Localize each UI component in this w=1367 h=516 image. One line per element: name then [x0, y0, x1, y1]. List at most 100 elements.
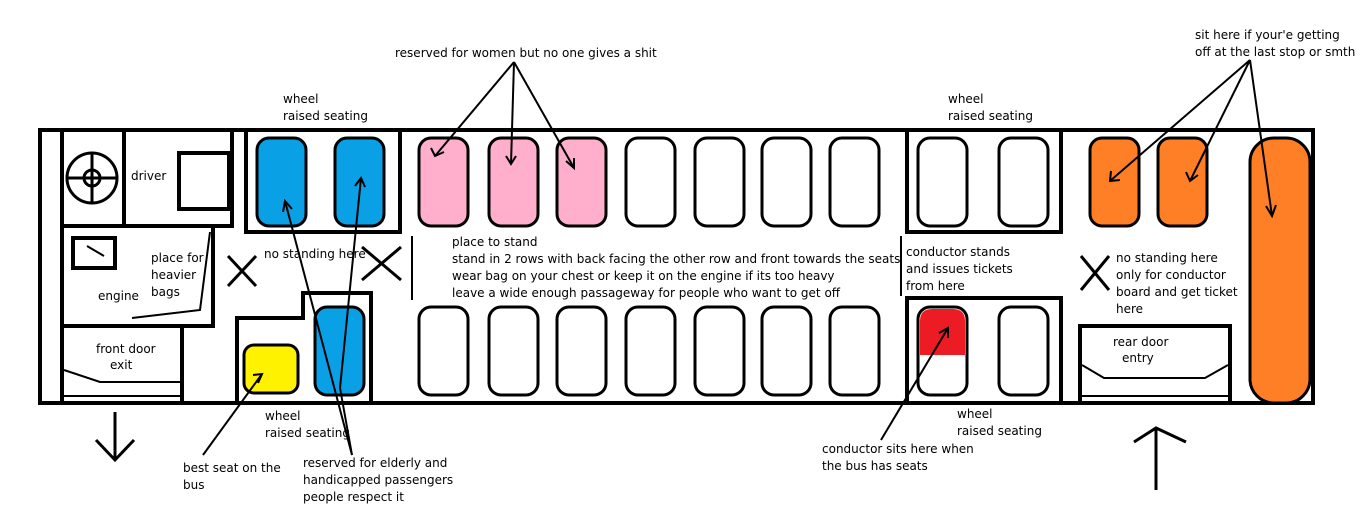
- label-stand-1: place to stand: [452, 235, 538, 249]
- seat-bottom-9: [997, 305, 1050, 397]
- label-stand-4: leave a wide enough passageway for peopl…: [452, 286, 841, 300]
- driver-console: [177, 151, 231, 211]
- front-door-step: [63, 369, 180, 383]
- entry-arrow-icon: [1133, 426, 1187, 490]
- label-no-standing-front: no standing here: [264, 247, 366, 261]
- driver-cabin: [60, 128, 234, 228]
- seat-bottom-1: [417, 305, 470, 397]
- seat-women-1: [417, 136, 470, 228]
- seat-bottom-4: [624, 305, 677, 397]
- seat-bottom-7: [828, 305, 881, 397]
- seat-top-11: [997, 136, 1050, 228]
- label-front-door-2: exit: [110, 358, 133, 372]
- label-conductor-sits-1: conductor sits here when: [822, 442, 974, 456]
- engine-square: [71, 236, 117, 270]
- label-wheel-front-top-2: raised seating: [283, 109, 368, 123]
- label-no-standing-rear-1: no standing here: [1116, 251, 1218, 265]
- arrowhead-women-1: [430, 147, 445, 158]
- rear-door-step: [1081, 364, 1229, 379]
- pointer-women-3: [513, 61, 575, 169]
- label-wheel-front-bottom-2: raised seating: [265, 426, 350, 440]
- label-best-seat-2: bus: [183, 478, 204, 492]
- wheel-box-rear-top: [905, 128, 1063, 234]
- label-rear-door-1: rear door: [1113, 335, 1168, 349]
- seat-women-2: [487, 136, 540, 228]
- label-elderly-2: handicapped passengers: [303, 473, 453, 487]
- wheel-box-front-bottom: [235, 291, 373, 403]
- label-wheel-front-top-1: wheel: [283, 92, 319, 106]
- seat-last-stop-2: [1156, 136, 1209, 228]
- label-last-stop-line2: off at the last stop or smth: [1195, 45, 1355, 59]
- label-conductor-stands-2: and issues tickets: [906, 262, 1013, 276]
- exit-arrow-icon: [94, 412, 136, 463]
- seat-back-bench: [1248, 136, 1312, 405]
- label-rear-door-2: entry: [1122, 351, 1154, 365]
- label-front-door-1: front door: [96, 342, 156, 356]
- rear-door: [1078, 324, 1232, 405]
- no-standing-x-front-right: [361, 245, 402, 282]
- pointer-women-1: [434, 61, 515, 157]
- label-no-standing-rear-3: board and get ticket: [1116, 285, 1238, 299]
- seat-top-8: [760, 136, 813, 228]
- arrowhead-women-3: [565, 158, 575, 171]
- pointer-elderly-3: [339, 387, 353, 456]
- label-conductor-stands-1: conductor stands: [906, 245, 1010, 259]
- label-elderly-1: reserved for elderly and: [303, 456, 447, 470]
- label-last-stop-line1: sit here if your'e getting: [1195, 28, 1340, 42]
- pointer-women-2: [510, 61, 515, 165]
- label-bags-2: heavier: [151, 268, 196, 282]
- seat-bottom-6: [760, 305, 813, 397]
- bag-shelf-line: [131, 231, 211, 319]
- steering-wheel-icon: [65, 151, 119, 205]
- label-elderly-3: people respect it: [303, 490, 404, 504]
- label-stand-2: stand in 2 rows with back facing the oth…: [452, 252, 900, 266]
- label-bags-3: bags: [151, 285, 180, 299]
- pointer-conductor-seat: [880, 327, 949, 441]
- label-no-standing-rear-2: only for conductor: [1116, 268, 1226, 282]
- engine-mark: [86, 245, 105, 257]
- label-wheel-rear-top-1: wheel: [948, 92, 984, 106]
- seat-bottom-2: [487, 305, 540, 397]
- label-best-seat-1: best seat on the: [183, 461, 281, 475]
- seat-top-10: [916, 136, 969, 228]
- arrowhead-conductor-seat: [938, 326, 949, 338]
- seat-handicapped-3: [313, 305, 366, 397]
- arrowhead-last-stop-2: [1185, 171, 1199, 183]
- seat-top-7: [693, 136, 746, 228]
- arrowhead-elderly-2: [354, 176, 366, 188]
- front-door: [60, 324, 184, 405]
- seat-bottom-3: [555, 305, 608, 397]
- label-engine: engine: [98, 289, 139, 303]
- label-conductor-sits-2: the bus has seats: [822, 459, 928, 473]
- pointer-elderly-1: [284, 200, 353, 456]
- seat-best: [242, 343, 300, 395]
- arrowhead-women-2: [505, 155, 517, 166]
- arrowhead-last-stop-3: [1265, 204, 1277, 219]
- wheel-box-front-top: [244, 128, 402, 234]
- pointer-elderly-2: [339, 177, 362, 389]
- arrowhead-best-seat: [252, 372, 264, 384]
- seat-handicapped-1: [255, 136, 308, 228]
- label-wheel-rear-bottom-1: wheel: [957, 407, 993, 421]
- pointer-last-stop-1: [1109, 59, 1251, 182]
- label-bags-1: place for: [151, 251, 204, 265]
- bus-body: [38, 128, 1315, 405]
- pointer-last-stop-3: [1249, 59, 1273, 217]
- no-standing-x-rear: [1079, 255, 1111, 291]
- label-wheel-rear-bottom-2: raised seating: [957, 424, 1042, 438]
- arrowhead-elderly-1: [282, 198, 293, 213]
- pointer-best-seat: [202, 373, 263, 456]
- label-driver: driver: [131, 169, 166, 183]
- wheel-box-rear-bottom: [905, 296, 1063, 405]
- seat-top-6: [624, 136, 677, 228]
- label-stand-3: wear bag on your chest or keep it on the…: [452, 269, 835, 283]
- label-women-reserved: reserved for women but no one gives a sh…: [395, 46, 657, 60]
- no-standing-x-front-left: [226, 254, 258, 288]
- pointer-last-stop-2: [1189, 59, 1251, 182]
- seat-top-9: [828, 136, 881, 228]
- seat-bottom-5: [693, 305, 746, 397]
- label-no-standing-rear-4: here: [1116, 302, 1143, 316]
- seat-last-stop-1: [1088, 136, 1141, 228]
- arrowhead-last-stop-1: [1108, 170, 1121, 183]
- seat-handicapped-2: [333, 136, 386, 228]
